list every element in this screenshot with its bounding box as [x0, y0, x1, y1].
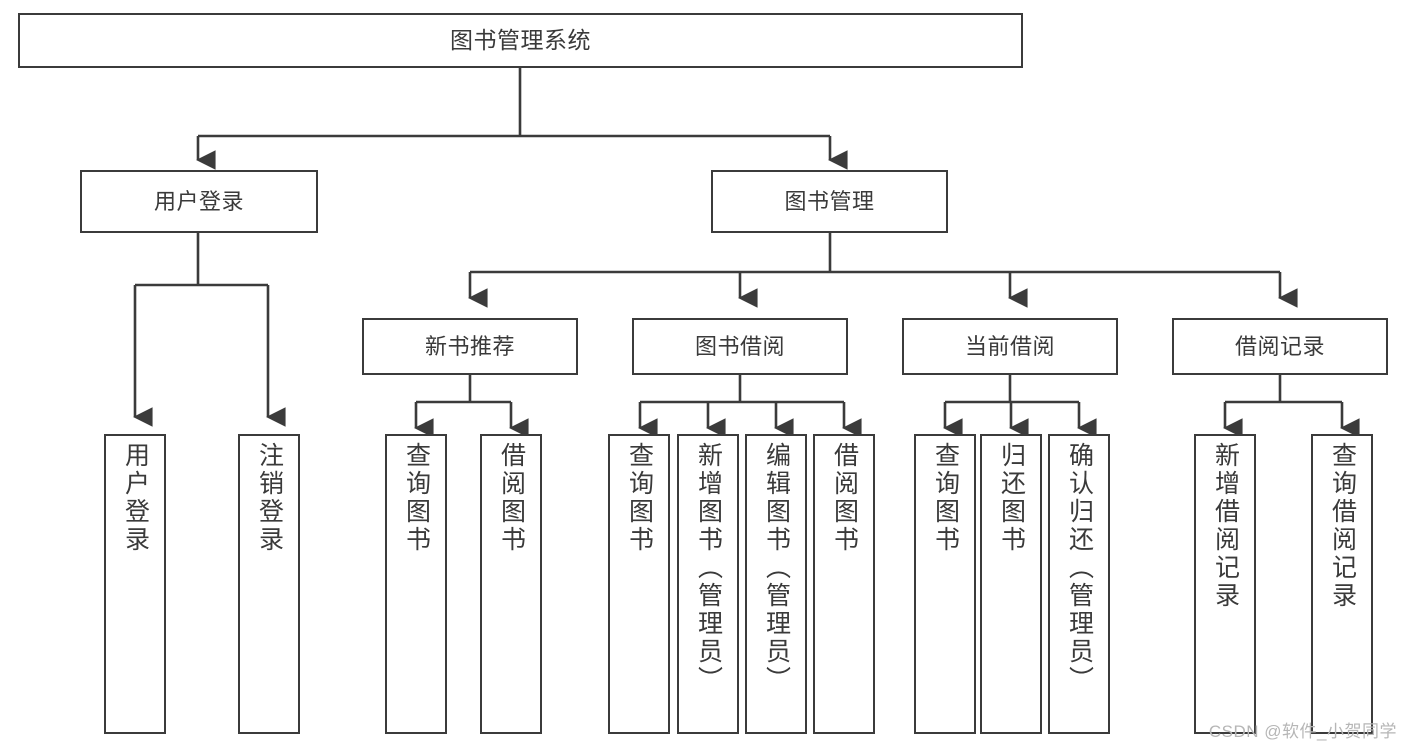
node-leaf-query-record[interactable]: 查询借阅记录 — [1311, 434, 1373, 734]
node-leaf-edit-book[interactable]: 编辑图书（管理员） — [745, 434, 807, 734]
node-label: 注销登录 — [255, 442, 284, 554]
node-label: 新增图书（管理员） — [694, 442, 723, 694]
node-leaf-logout-login[interactable]: 注销登录 — [238, 434, 300, 734]
node-label: 查询图书 — [931, 442, 960, 554]
node-label: 查询借阅记录 — [1328, 442, 1357, 610]
node-leaf-return-book[interactable]: 归还图书 — [980, 434, 1042, 734]
node-label: 借阅图书 — [830, 442, 859, 554]
node-leaf-query-book-1[interactable]: 查询图书 — [385, 434, 447, 734]
node-label: 新增借阅记录 — [1211, 442, 1240, 610]
node-label: 查询图书 — [402, 442, 431, 554]
node-label: 新书推荐 — [424, 333, 515, 359]
node-current-borrow[interactable]: 当前借阅 — [902, 318, 1118, 375]
node-book-manage[interactable]: 图书管理 — [711, 170, 948, 233]
node-label: 归还图书 — [997, 442, 1026, 554]
node-label: 图书管理系统 — [450, 27, 591, 54]
node-label: 图书管理 — [784, 188, 875, 214]
node-label: 图书借阅 — [694, 333, 785, 359]
node-label: 编辑图书（管理员） — [762, 442, 791, 694]
csdn-watermark: CSDN @软件_小贺同学 — [1208, 722, 1397, 741]
node-label: 用户登录 — [153, 188, 244, 214]
node-leaf-confirm-return[interactable]: 确认归还（管理员） — [1048, 434, 1110, 734]
node-book-borrow[interactable]: 图书借阅 — [632, 318, 848, 375]
node-label: 借阅记录 — [1234, 333, 1325, 359]
node-borrow-record[interactable]: 借阅记录 — [1172, 318, 1388, 375]
node-new-book-recommend[interactable]: 新书推荐 — [362, 318, 578, 375]
node-root-system[interactable]: 图书管理系统 — [18, 13, 1023, 68]
node-label: 确认归还（管理员） — [1065, 442, 1094, 694]
node-leaf-user-login[interactable]: 用户登录 — [104, 434, 166, 734]
node-leaf-query-book-2[interactable]: 查询图书 — [608, 434, 670, 734]
node-label: 用户登录 — [121, 442, 150, 554]
node-leaf-borrow-book-2[interactable]: 借阅图书 — [813, 434, 875, 734]
node-leaf-query-book-3[interactable]: 查询图书 — [914, 434, 976, 734]
node-label: 查询图书 — [625, 442, 654, 554]
node-label: 借阅图书 — [497, 442, 526, 554]
node-label: 当前借阅 — [964, 333, 1055, 359]
node-user-login[interactable]: 用户登录 — [80, 170, 318, 233]
node-leaf-add-book[interactable]: 新增图书（管理员） — [677, 434, 739, 734]
node-leaf-add-record[interactable]: 新增借阅记录 — [1194, 434, 1256, 734]
node-leaf-borrow-book-1[interactable]: 借阅图书 — [480, 434, 542, 734]
